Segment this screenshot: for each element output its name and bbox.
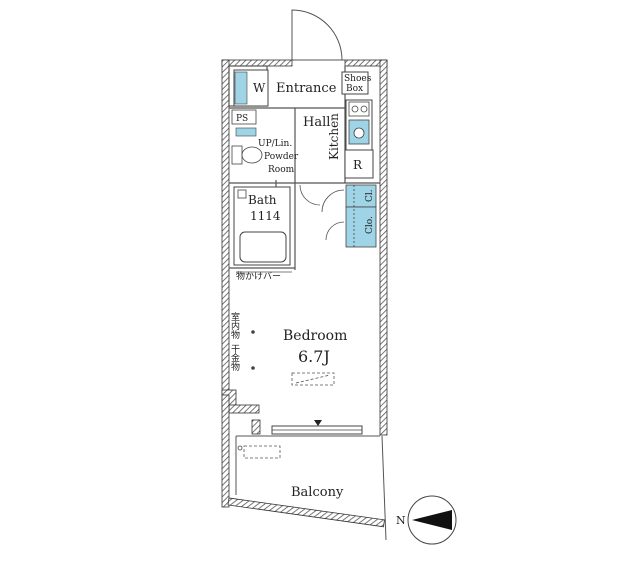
balcony: Balcony [227,435,387,541]
hall-label: Hall [303,115,330,130]
entrance-door [291,9,345,61]
bathroom: Bath 1114 [233,186,291,266]
hanger-bar-label: 物かけバー [236,270,281,282]
closets: Cl. Clo. [299,184,377,248]
shoe-box: Shoes Box [341,71,372,95]
ps-space: PS [231,109,257,137]
refrigerator-label: R [353,158,363,172]
indoor-drying-label-2: 干金物 [229,344,240,372]
drying-hook [251,366,255,370]
shoe-box-label-1: Shoes [344,74,372,84]
exterior-walls [221,59,388,508]
utility-label: UP/Lin. [258,139,292,149]
bath-label: Bath [248,193,277,207]
north-label: N [396,514,406,527]
powder-room-label: Room [268,165,295,175]
powder-room: UP/Lin. Powder Room [231,139,299,175]
drying-hook [251,330,255,334]
washer-space: W [233,69,269,107]
entrance-label: Entrance [276,81,337,96]
shoe-box-label-2: Box [346,84,363,94]
compass: N [396,495,457,545]
bath-size-label: 1114 [250,209,281,223]
kitchen-label: Kitchen [327,113,341,160]
kitchen-area: Kitchen R [327,99,374,179]
powder-label: Powder [264,152,299,162]
closet-label-1: Cl. [365,189,375,202]
ps-label: PS [236,114,248,124]
closet-label-2: Clo. [365,216,375,234]
balcony-label: Balcony [291,485,344,500]
washer-label: W [253,81,266,95]
bedroom-label: Bedroom [283,328,347,344]
bedroom-size-label: 6.7J [298,347,330,366]
bedroom-aircon [291,372,335,386]
indoor-drying-label-1: 室内物 [229,311,240,340]
bedroom-window [271,420,363,435]
